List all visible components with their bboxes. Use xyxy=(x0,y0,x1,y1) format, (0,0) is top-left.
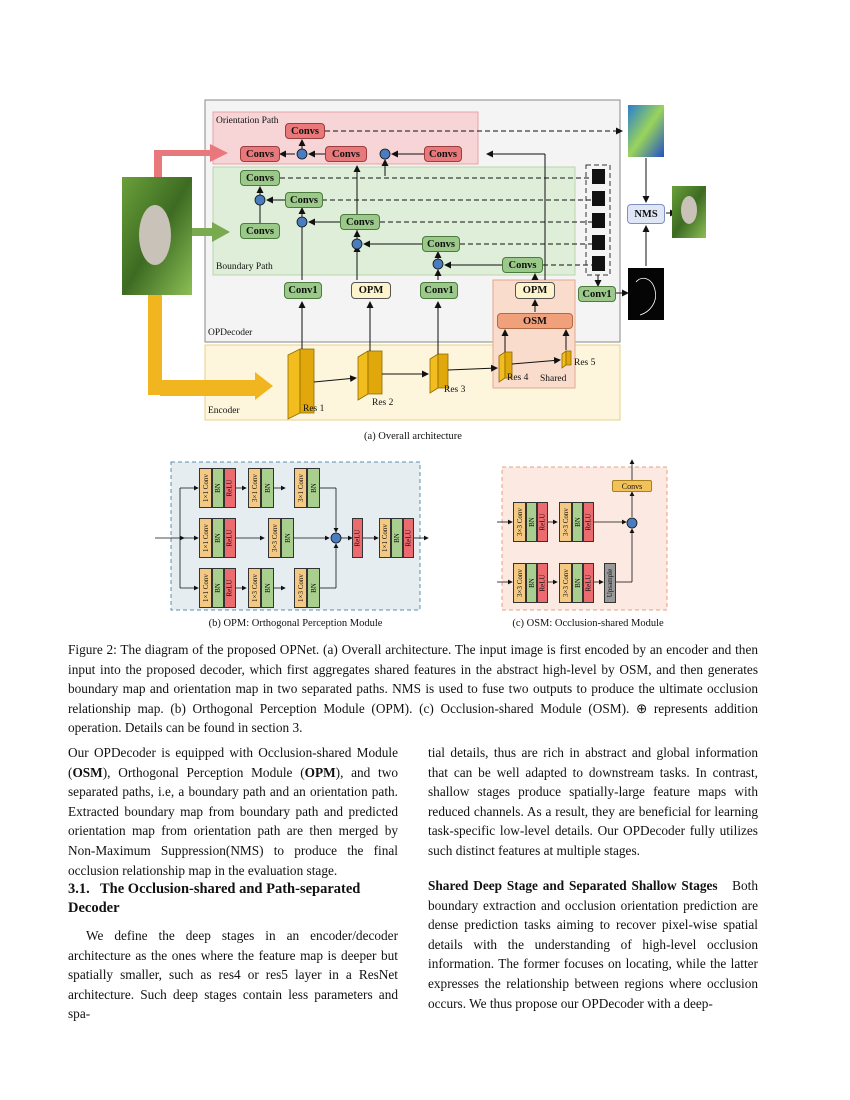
osm-r1-bn2: BN xyxy=(572,502,583,542)
opm-r2-conv2: 3×3 Conv xyxy=(268,518,281,558)
opm-r3-conv3: 1×3 Conv xyxy=(294,568,307,608)
conv1-block-out: Conv1 xyxy=(578,286,616,302)
res1-block xyxy=(287,348,301,420)
opm-r1-bn: BN xyxy=(212,468,224,508)
osm-block: OSM xyxy=(497,313,573,329)
boundary-convs-b: Convs xyxy=(285,192,323,208)
cat-shape xyxy=(139,205,171,265)
boundary-path-label: Boundary Path xyxy=(216,262,273,272)
left-para-1: Our OPDecoder is equipped with Occlusion… xyxy=(68,745,398,878)
decoder-label: OPDecoder xyxy=(208,328,253,338)
conv1-block-2: Conv1 xyxy=(420,282,458,299)
opm-out-conv: 1×1 Conv xyxy=(379,518,391,558)
boundary-convs-c: Convs xyxy=(240,223,280,239)
osm-r2-conv: 3×3 Conv xyxy=(513,563,526,603)
osm-r1-conv2: 3×3 Conv xyxy=(559,502,572,542)
nms-block: NMS xyxy=(627,204,665,224)
orientation-convs-3: Convs xyxy=(424,146,462,162)
boundary-convs-a: Convs xyxy=(240,170,280,186)
opm-r1-bn3: BN xyxy=(307,468,320,508)
osm-r2-bn2: BN xyxy=(572,563,583,603)
orientation-convs-2: Convs xyxy=(325,146,367,162)
opm-r1-relu: ReLU xyxy=(224,468,236,508)
res1-label: Res 1 xyxy=(303,404,325,414)
osm-convs-block: Convs xyxy=(612,480,652,492)
opm-r3-bn2: BN xyxy=(261,568,274,608)
figure-a-caption: (a) Overall architecture xyxy=(364,431,462,442)
opm-block-1: OPM xyxy=(351,282,391,299)
boundary-convs-d: Convs xyxy=(340,214,380,230)
orientation-map-image xyxy=(628,105,664,157)
osm-r1-relu2: ReLU xyxy=(583,502,594,542)
boundary-convs-e: Convs xyxy=(422,236,460,252)
opm-r2-bn: BN xyxy=(212,518,224,558)
osm-r2-relu2: ReLU xyxy=(583,563,594,603)
res2-label: Res 2 xyxy=(372,398,394,408)
opm-r2-conv: 1×1 Conv xyxy=(199,518,212,558)
opm-r2-bn2: BN xyxy=(281,518,294,558)
opm-r1-conv: 1×1 Conv xyxy=(199,468,212,508)
conv1-block-1: Conv1 xyxy=(284,282,322,299)
opm-r3-bn: BN xyxy=(212,568,224,608)
orientation-convs-top: Convs xyxy=(285,123,325,139)
figure-caption: Figure 2: The diagram of the proposed OP… xyxy=(68,642,758,736)
orientation-input-arrow xyxy=(154,144,228,177)
opm-block-2: OPM xyxy=(515,282,555,299)
orientation-path-label: Orientation Path xyxy=(216,116,279,126)
opm-r3-conv: 1×1 Conv xyxy=(199,568,212,608)
res2-block xyxy=(357,350,369,401)
osm-r1-conv: 3×3 Conv xyxy=(513,502,526,542)
res3-label: Res 3 xyxy=(444,385,466,395)
boundary-map-image xyxy=(628,268,664,320)
opm-r1-conv2: 3×1 Conv xyxy=(248,468,261,508)
osm-upsample: Upsample xyxy=(604,563,616,603)
section-title: The Occlusion-shared and Path-separated … xyxy=(68,881,361,916)
opm-r1-conv3: 3×1 Conv xyxy=(294,468,307,508)
res3-block xyxy=(429,353,439,394)
opm-r3-bn3: BN xyxy=(307,568,320,608)
osm-r1-relu: ReLU xyxy=(537,502,548,542)
osm-r2-relu: ReLU xyxy=(537,563,548,603)
res4-label: Res 4 xyxy=(507,373,529,383)
figure-b-diagram xyxy=(155,459,668,611)
left-para-2: We define the deep stages in an encoder/… xyxy=(68,928,398,1022)
opm-r1-bn2: BN xyxy=(261,468,274,508)
shared-label: Shared xyxy=(540,374,567,384)
res4-block xyxy=(498,351,506,383)
figure-c-caption: (c) OSM: Occlusion-shared Module xyxy=(512,618,664,629)
osm-add-circle xyxy=(626,517,638,529)
right-para-1: tial details, thus are rich in abstract … xyxy=(428,745,758,858)
figure-b-caption: (b) OPM: Orthogonal Perception Module xyxy=(208,618,383,629)
opm-out-bn: BN xyxy=(391,518,403,558)
opm-out-relu: ReLU xyxy=(352,518,363,558)
opm-r2-relu: ReLU xyxy=(224,518,236,558)
orientation-convs-1: Convs xyxy=(240,146,280,162)
res5-block xyxy=(561,350,567,369)
boundary-input-arrow xyxy=(192,222,230,242)
boundary-convs-f: Convs xyxy=(502,257,543,273)
res5-label: Res 5 xyxy=(574,358,596,368)
figure-b: 1×1 Conv BN ReLU 3×1 Conv BN 3×1 Conv BN… xyxy=(0,450,850,640)
osm-r2-conv2: 3×3 Conv xyxy=(559,563,572,603)
figure-a: Orientation Path Boundary Path OPDecoder… xyxy=(0,0,850,450)
right-para-2: Shared Deep Stage and Separated Shallow … xyxy=(428,878,758,1011)
encoder-label: Encoder xyxy=(208,406,240,416)
opm-add-circle xyxy=(330,532,342,544)
opm-out-relu2: ReLU xyxy=(403,518,414,558)
osm-r2-bn: BN xyxy=(526,563,537,603)
figure-a-diagram xyxy=(122,99,706,421)
right-para-2-heading: Shared Deep Stage and Separated Shallow … xyxy=(428,878,718,893)
section-heading: 3.1.The Occlusion-shared and Path-separa… xyxy=(68,880,398,918)
opm-r3-relu: ReLU xyxy=(224,568,236,608)
osm-r1-bn: BN xyxy=(526,502,537,542)
opm-r3-conv2: 1×3 Conv xyxy=(248,568,261,608)
section-number: 3.1. xyxy=(68,881,90,897)
